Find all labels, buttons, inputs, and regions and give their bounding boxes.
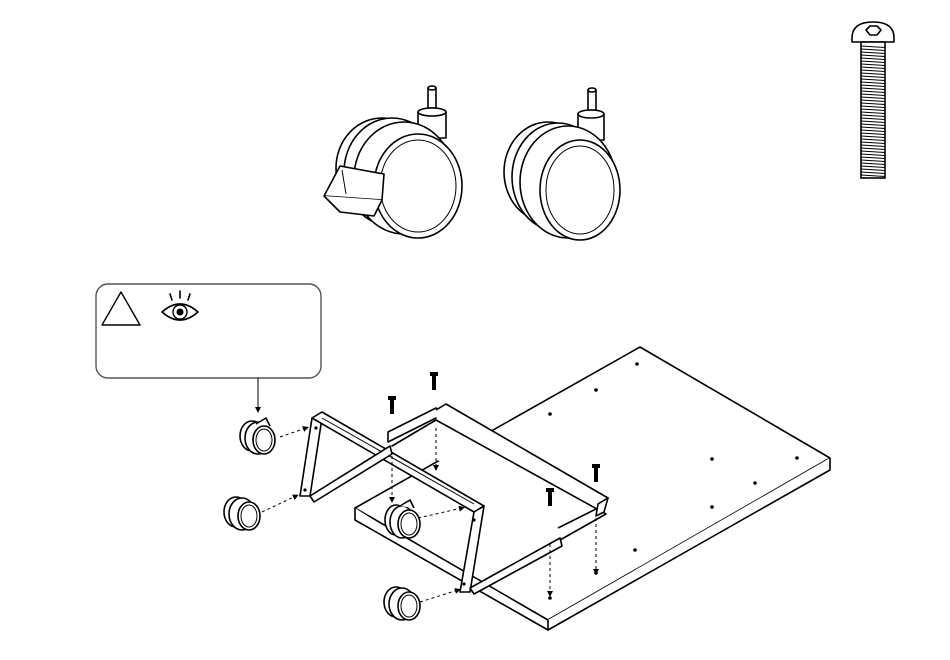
hex-socket-bolt-icon bbox=[852, 22, 894, 178]
small-locking-caster-top bbox=[240, 418, 275, 454]
notice-box bbox=[96, 284, 321, 410]
caster-icon bbox=[504, 88, 620, 240]
small-caster-bottom bbox=[384, 587, 420, 620]
small-caster-left bbox=[224, 497, 260, 530]
locking-caster-icon bbox=[324, 86, 462, 238]
